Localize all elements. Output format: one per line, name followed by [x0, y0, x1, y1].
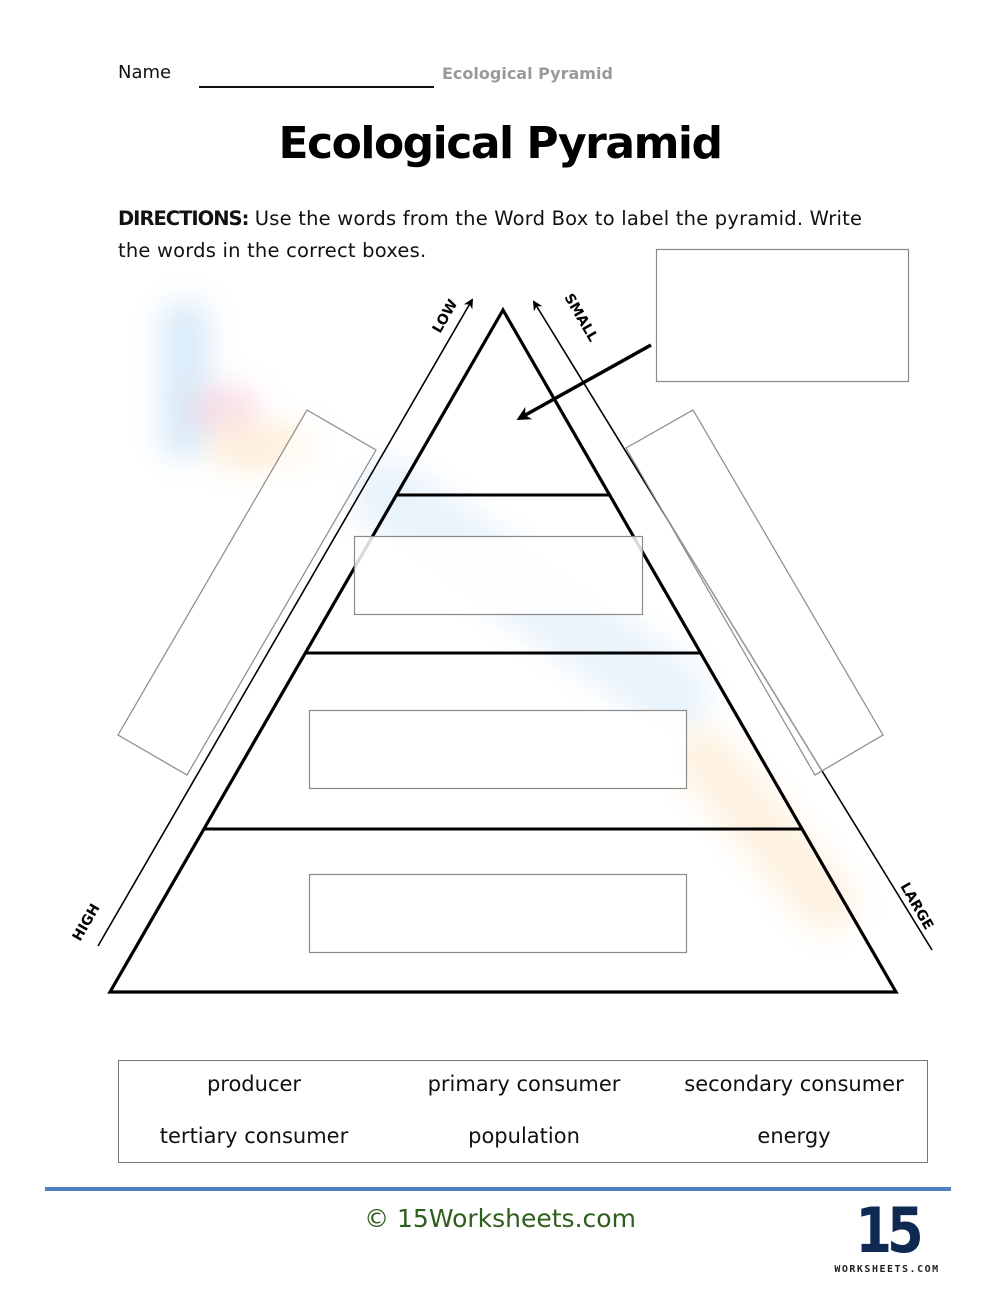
label-large: LARGE	[897, 880, 937, 933]
answer-box-left-side[interactable]	[117, 409, 377, 776]
word-population: population	[468, 1124, 580, 1148]
word-primary-consumer: primary consumer	[427, 1072, 621, 1096]
directions-text: Use the words from the Word Box to label…	[118, 207, 863, 262]
answer-box-right-side[interactable]	[625, 409, 884, 776]
word-energy: energy	[757, 1124, 831, 1148]
word-box: producer primary consumer secondary cons…	[118, 1060, 928, 1163]
answer-box-level-4[interactable]	[308, 873, 688, 954]
page-title: Ecological Pyramid	[278, 118, 724, 169]
word-tertiary-consumer: tertiary consumer	[159, 1124, 349, 1148]
answer-box-level-2[interactable]	[353, 535, 644, 616]
footer-divider	[45, 1187, 951, 1191]
worksheets-logo: 15 WORKSHEETS.COM	[832, 1194, 942, 1280]
word-producer: producer	[206, 1072, 302, 1096]
name-label: Name	[118, 62, 172, 83]
label-high: HIGH	[70, 901, 104, 944]
logo-text: WORKSHEETS.COM	[834, 1264, 940, 1275]
directions-lead: DIRECTIONS:	[118, 207, 249, 230]
directions: DIRECTIONS: Use the words from the Word …	[118, 203, 898, 267]
logo-number: 15	[855, 1194, 923, 1267]
left-axis-arrow	[97, 298, 474, 947]
watermark-blue	[160, 300, 210, 460]
word-secondary-consumer: secondary consumer	[684, 1072, 904, 1096]
copyright-text: © 15Worksheets.com	[364, 1204, 636, 1233]
label-small: SMALL	[561, 291, 601, 345]
label-low: LOW	[430, 297, 462, 336]
worksheet-tag: Ecological Pyramid	[442, 64, 613, 83]
callout-pointer-arrow	[516, 343, 652, 420]
answer-box-level-3[interactable]	[308, 709, 688, 790]
name-input-line[interactable]	[199, 86, 434, 88]
answer-box-apex-callout[interactable]	[655, 248, 910, 383]
